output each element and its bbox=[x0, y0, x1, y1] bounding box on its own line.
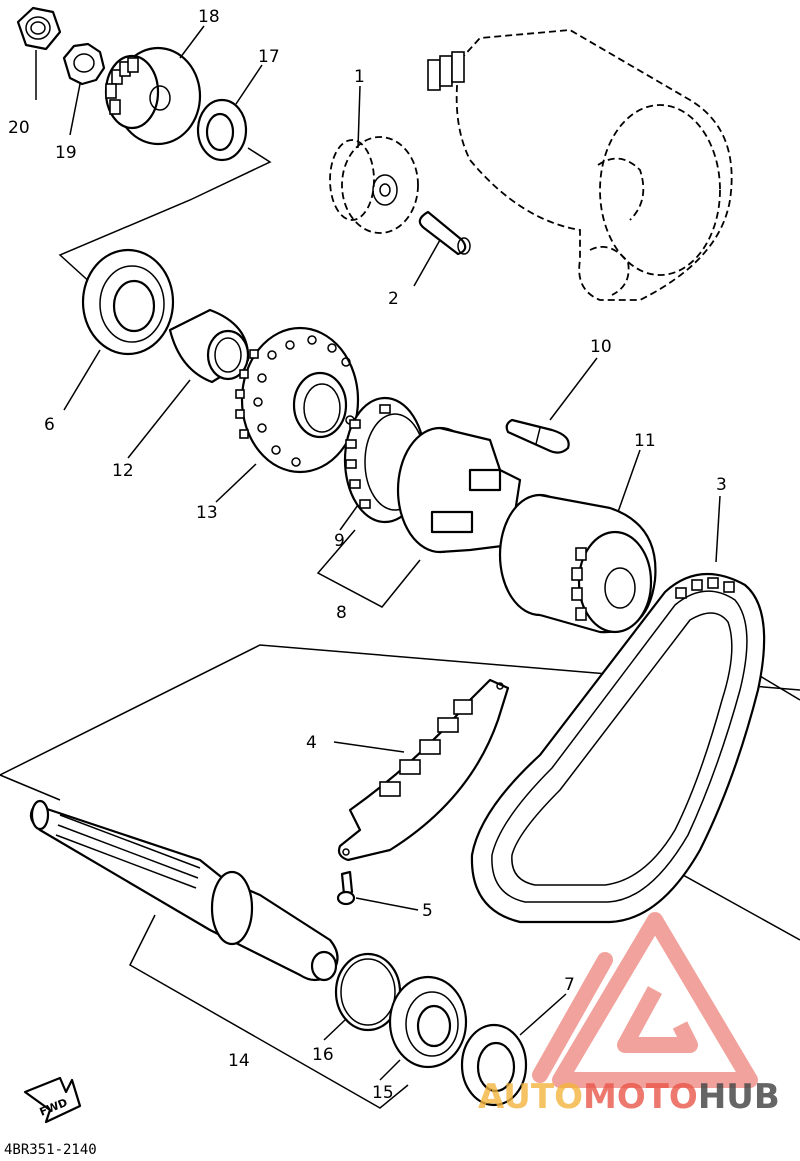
part-17-washer bbox=[196, 98, 248, 162]
watermark-text-moto: MOTO bbox=[583, 1077, 698, 1117]
part-7-oil-seal bbox=[460, 1023, 528, 1107]
label-part-15: 15 bbox=[372, 1083, 394, 1103]
part-3-chain bbox=[470, 573, 766, 924]
wheel-gear-teeth bbox=[235, 349, 259, 439]
part-number-labels: 20 19 18 17 1 2 6 12 13 9 8 10 11 3 4 5 … bbox=[8, 7, 727, 1103]
part-10-pin bbox=[505, 418, 570, 454]
label-part-8: 8 bbox=[336, 603, 347, 623]
leader-lines bbox=[35, 25, 721, 1081]
starter-motor-pinion bbox=[427, 51, 465, 91]
part-2-shaft bbox=[418, 210, 471, 256]
label-part-6: 6 bbox=[44, 415, 55, 435]
label-part-20: 20 bbox=[8, 118, 30, 138]
part-18-idler-gear bbox=[104, 46, 202, 146]
part-14-axle-shaft bbox=[29, 799, 339, 982]
part-11-gear bbox=[498, 493, 657, 634]
fwd-arrow-icon: FWD bbox=[23, 1076, 82, 1124]
drawing-code: 4BR351-2140 bbox=[4, 1142, 97, 1158]
label-part-9: 9 bbox=[334, 531, 345, 551]
part-15-bearing bbox=[388, 975, 468, 1069]
label-part-11: 11 bbox=[634, 431, 656, 451]
part-19-lock-washer bbox=[62, 42, 106, 86]
watermark-text-auto: AUTO bbox=[478, 1077, 583, 1117]
watermark-logo-icon bbox=[532, 912, 758, 1088]
label-part-16: 16 bbox=[312, 1045, 334, 1065]
watermark-text: AUTOMOTOHUB bbox=[478, 1077, 780, 1117]
part-4-chain-guide bbox=[337, 678, 510, 862]
label-part-2: 2 bbox=[388, 289, 399, 309]
starter-motor-outline bbox=[427, 29, 733, 301]
label-part-3: 3 bbox=[716, 475, 727, 495]
part-16-o-ring bbox=[334, 952, 402, 1032]
part-12-collar bbox=[168, 308, 250, 384]
watermark-text-hub: HUB bbox=[698, 1077, 780, 1117]
part-1-starter-idler-gear bbox=[329, 136, 419, 234]
label-part-1: 1 bbox=[354, 67, 365, 87]
label-part-14: 14 bbox=[228, 1051, 250, 1071]
automotohub-watermark: AUTOMOTOHUB bbox=[478, 912, 780, 1117]
label-part-12: 12 bbox=[112, 461, 134, 481]
part-13-starter-wheel-gear bbox=[235, 326, 360, 474]
label-part-4: 4 bbox=[306, 733, 317, 753]
label-part-5: 5 bbox=[422, 901, 433, 921]
part-8-clutch-housing bbox=[396, 426, 522, 554]
part-6-bearing bbox=[81, 248, 175, 356]
label-part-10: 10 bbox=[590, 337, 612, 357]
label-part-18: 18 bbox=[198, 7, 220, 27]
wheel-gear-holes bbox=[253, 335, 355, 467]
label-part-19: 19 bbox=[55, 143, 77, 163]
label-part-13: 13 bbox=[196, 503, 218, 523]
part-20-nut bbox=[16, 6, 62, 51]
part-5-screw bbox=[336, 870, 356, 906]
label-part-17: 17 bbox=[258, 47, 280, 67]
label-part-7: 7 bbox=[564, 975, 575, 995]
